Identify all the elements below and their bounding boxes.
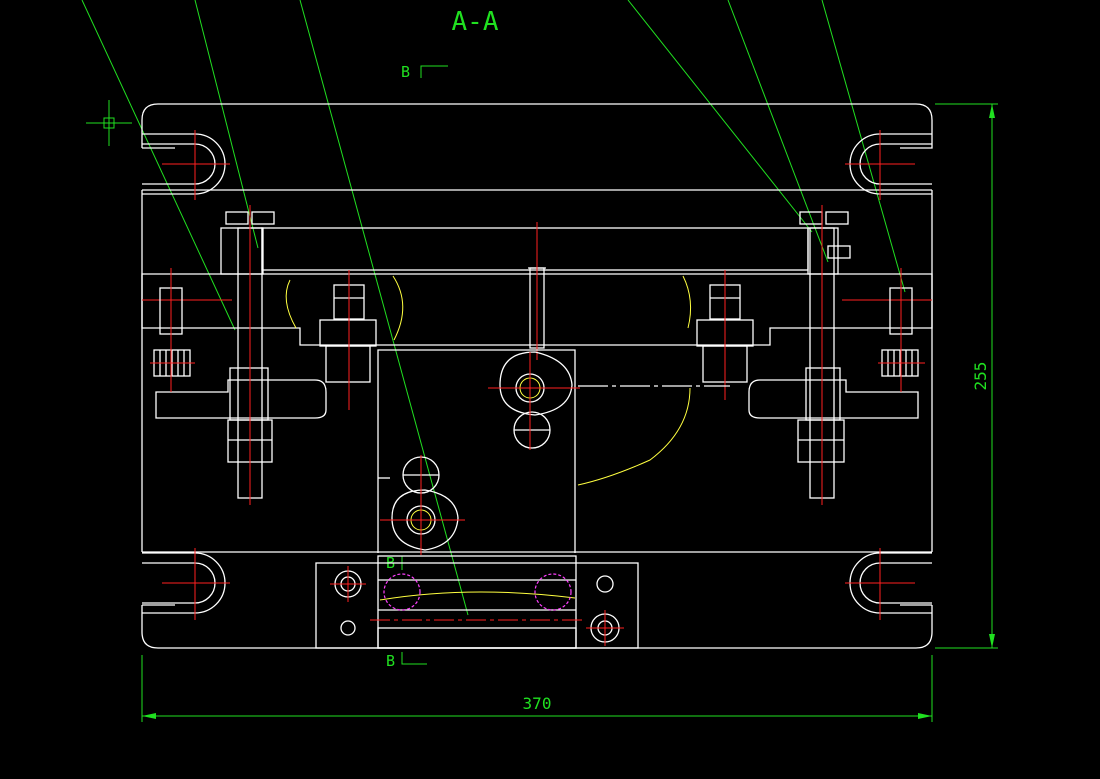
right-bracket xyxy=(748,379,919,419)
fixture-body[interactable] xyxy=(141,273,933,346)
section-marker-bottom: B xyxy=(386,652,427,670)
svg-text:B: B xyxy=(386,652,395,670)
svg-text:255: 255 xyxy=(971,362,990,391)
center-locating-pin xyxy=(528,222,546,360)
right-knurled-pin xyxy=(878,268,925,392)
leader-lines xyxy=(81,0,906,616)
bottom-clamp-block[interactable] xyxy=(315,555,639,649)
section-marker-top: B xyxy=(401,63,448,81)
left-knurled-pin xyxy=(150,268,195,392)
cursor-crosshair xyxy=(86,100,132,146)
height-dimension: 255 xyxy=(935,103,998,649)
section-title: A-A xyxy=(452,7,499,37)
svg-text:B: B xyxy=(401,63,410,81)
u-slot-bottom-right xyxy=(845,548,932,620)
upper-cam[interactable] xyxy=(488,351,580,450)
left-bolt[interactable] xyxy=(220,205,275,505)
right-support-post xyxy=(696,270,754,400)
u-slot-bottom-left xyxy=(142,548,230,620)
right-bolt[interactable] xyxy=(797,205,851,505)
top-clamp-plate[interactable] xyxy=(261,227,809,271)
width-dimension: 370 xyxy=(141,655,933,722)
left-support-post xyxy=(319,270,377,410)
u-slot-top-right xyxy=(845,130,932,200)
support-column[interactable] xyxy=(377,349,576,553)
svg-text:370: 370 xyxy=(523,694,552,713)
workpiece-profile xyxy=(577,385,730,486)
left-bracket xyxy=(155,379,327,419)
u-slot-top-left xyxy=(142,130,230,200)
lower-cam[interactable] xyxy=(380,455,465,555)
